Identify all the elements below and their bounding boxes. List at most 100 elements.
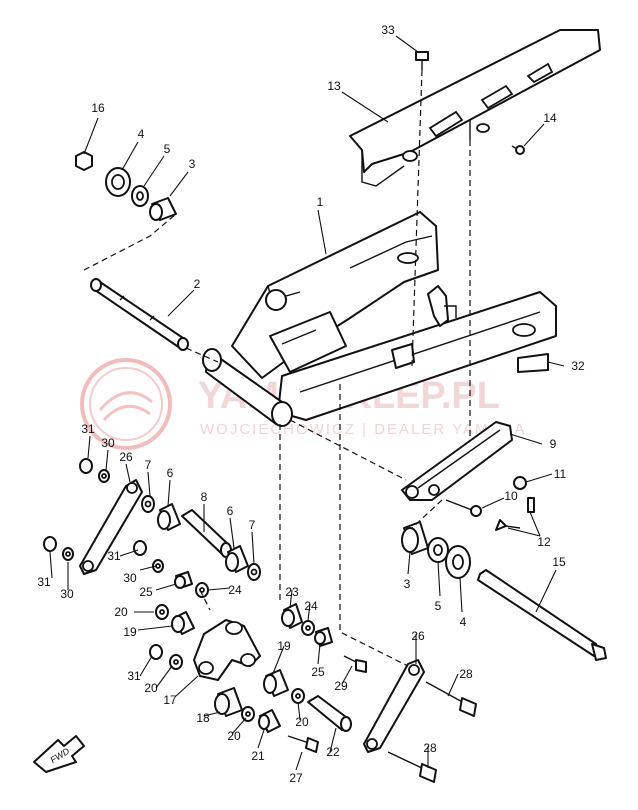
callout-30-b: 30 xyxy=(60,587,74,601)
collar-31b xyxy=(43,536,57,552)
washer-20b xyxy=(169,654,183,670)
callout-10: 10 xyxy=(504,489,518,503)
callout-4-top: 4 xyxy=(138,127,145,141)
callout-32: 32 xyxy=(571,359,585,373)
bushing-23 xyxy=(281,603,303,629)
callout-7-a: 7 xyxy=(145,458,152,472)
callout-23: 23 xyxy=(285,585,299,599)
callout-31-b: 31 xyxy=(37,575,51,589)
washer-20d xyxy=(241,706,255,722)
spacer-8 xyxy=(181,509,232,558)
callout-31-c: 31 xyxy=(107,549,121,563)
nut-16 xyxy=(75,151,93,171)
callout-20-d: 20 xyxy=(227,729,241,743)
bushing-18 xyxy=(214,687,243,717)
dealer-logo-icon xyxy=(80,358,172,450)
callout-11: 11 xyxy=(554,467,567,481)
callout-3-top: 3 xyxy=(189,157,196,171)
chain-pad xyxy=(517,353,549,373)
callout-7-b: 7 xyxy=(249,518,256,532)
callout-28-a: 28 xyxy=(459,667,473,681)
collar-25a xyxy=(174,571,193,589)
relay-17 xyxy=(193,619,261,681)
collar-31c xyxy=(133,540,147,556)
collar-3-top xyxy=(149,197,177,221)
callout-9: 9 xyxy=(550,437,557,451)
chain-guard xyxy=(349,29,601,187)
callout-33: 33 xyxy=(381,23,395,37)
relay-arm-26-right xyxy=(363,659,425,753)
callout-5-right: 5 xyxy=(435,599,442,613)
bolt-27 xyxy=(287,735,319,753)
callout-20-c: 20 xyxy=(295,715,309,729)
guard-screw-14 xyxy=(511,145,525,155)
bolt-28a xyxy=(425,681,477,717)
callout-4-right: 4 xyxy=(460,615,467,629)
washer-24b xyxy=(301,620,315,636)
chain-puller xyxy=(401,421,513,501)
callout-25-a: 25 xyxy=(139,585,153,599)
callout-2: 2 xyxy=(194,277,201,291)
callout-26-right: 26 xyxy=(411,629,425,643)
washer-20c xyxy=(291,688,305,704)
fwd-arrow-icon: FWD xyxy=(33,735,85,773)
leader-lines xyxy=(49,35,565,771)
bolt-28b xyxy=(387,751,437,783)
callout-1: 1 xyxy=(317,195,324,209)
callout-21: 21 xyxy=(251,749,265,763)
bushing-6b xyxy=(225,545,249,573)
washer-30b xyxy=(62,547,74,561)
washer-7a xyxy=(141,495,155,513)
bushing-4-right xyxy=(445,545,471,579)
callout-24-a: 24 xyxy=(228,583,242,597)
collar-31a xyxy=(79,458,93,474)
callout-26-left: 26 xyxy=(119,450,133,464)
callout-8: 8 xyxy=(201,490,208,504)
callout-19-b: 19 xyxy=(277,639,291,653)
collar-21 xyxy=(258,709,281,733)
spacer-22 xyxy=(307,695,352,732)
callout-31-a: 31 xyxy=(81,422,95,436)
bushing-19a xyxy=(171,611,195,635)
callout-29: 29 xyxy=(334,679,348,693)
callout-22: 22 xyxy=(326,745,340,759)
callout-3-right: 3 xyxy=(404,577,411,591)
bolt-29 xyxy=(343,655,367,673)
callout-17: 17 xyxy=(163,693,177,707)
callout-12: 12 xyxy=(537,535,551,549)
assembly-lines xyxy=(83,69,471,667)
washer-5-right xyxy=(427,537,449,563)
callout-20-a: 20 xyxy=(114,605,128,619)
washer-5-top xyxy=(131,185,149,207)
callout-24-b: 24 xyxy=(304,599,318,613)
collar-31d xyxy=(149,644,163,660)
callout-13: 13 xyxy=(327,79,341,93)
guard-bolt-33 xyxy=(415,51,429,70)
callout-labels: 33 13 14 16 4 5 3 1 2 32 9 11 10 12 3 5 … xyxy=(37,23,585,785)
callout-14: 14 xyxy=(543,111,557,125)
swingarm xyxy=(202,211,557,427)
callout-20-b: 20 xyxy=(144,681,158,695)
callout-19-a: 19 xyxy=(123,625,137,639)
callout-18: 18 xyxy=(196,711,210,725)
collar-3-right xyxy=(401,521,429,555)
bolt-11 xyxy=(513,476,527,490)
relay-arm-26-left xyxy=(79,479,143,575)
bushing-6a xyxy=(157,503,181,531)
bolt-12 xyxy=(495,497,535,531)
callout-27: 27 xyxy=(289,771,303,785)
washer-30a xyxy=(98,469,110,483)
bushing-19b xyxy=(263,669,289,697)
callout-5-top: 5 xyxy=(164,142,171,156)
callout-30-a: 30 xyxy=(101,436,115,450)
callout-15: 15 xyxy=(552,555,566,569)
callout-6-a: 6 xyxy=(167,466,174,480)
callout-16: 16 xyxy=(91,101,105,115)
callout-28-b: 28 xyxy=(423,741,437,755)
axle-15 xyxy=(477,569,607,661)
washer-20a xyxy=(155,604,169,620)
callout-30-c: 30 xyxy=(123,571,137,585)
callout-31-d: 31 xyxy=(127,669,141,683)
bushing-4-top xyxy=(105,167,131,197)
